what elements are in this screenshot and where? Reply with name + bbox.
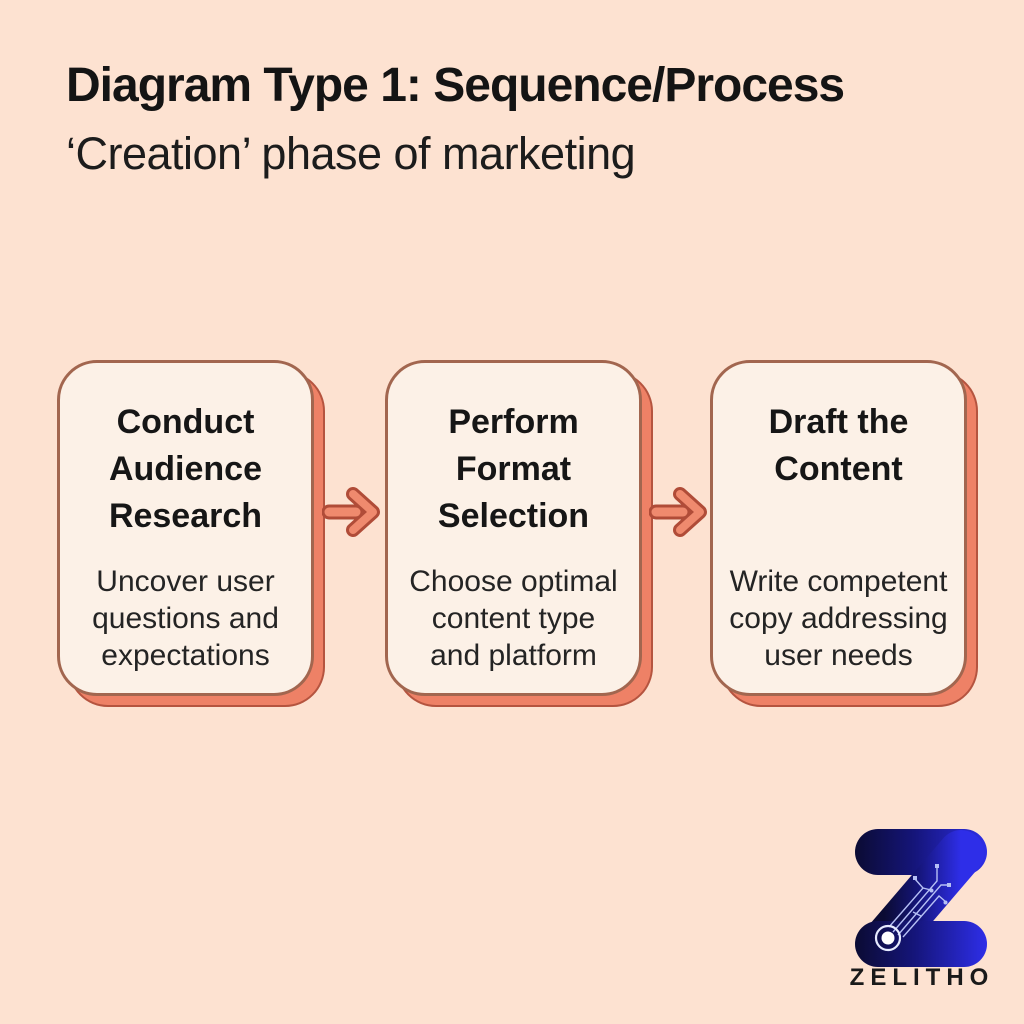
page-subtitle: ‘Creation’ phase of marketing	[66, 128, 636, 179]
brand-logo: ZELITHO	[840, 822, 1004, 1002]
brand-name: ZELITHO	[849, 964, 995, 991]
step-2-description: Choose optimal content type and platform	[409, 565, 618, 672]
process-step-1: Conduct Audience Research Uncover user q…	[57, 360, 314, 696]
step-3-heading: Draft the Content	[768, 403, 909, 488]
zelitho-z-logo-icon	[855, 829, 987, 967]
process-step-3: Draft the Content Write competent copy a…	[710, 360, 967, 696]
arrow-right-icon	[322, 487, 380, 537]
page-title: Diagram Type 1: Sequence/Process	[66, 59, 845, 112]
step-3-description: Write competent copy addressing user nee…	[729, 565, 948, 672]
step-1-heading: Conduct Audience Research	[108, 403, 263, 535]
process-step-2: Perform Format Selection Choose optimal …	[385, 360, 642, 696]
step-2-heading: Perform Format Selection	[437, 403, 590, 535]
arrow-right-icon	[649, 487, 707, 537]
step-1-description: Uncover user questions and expectations	[92, 565, 279, 672]
